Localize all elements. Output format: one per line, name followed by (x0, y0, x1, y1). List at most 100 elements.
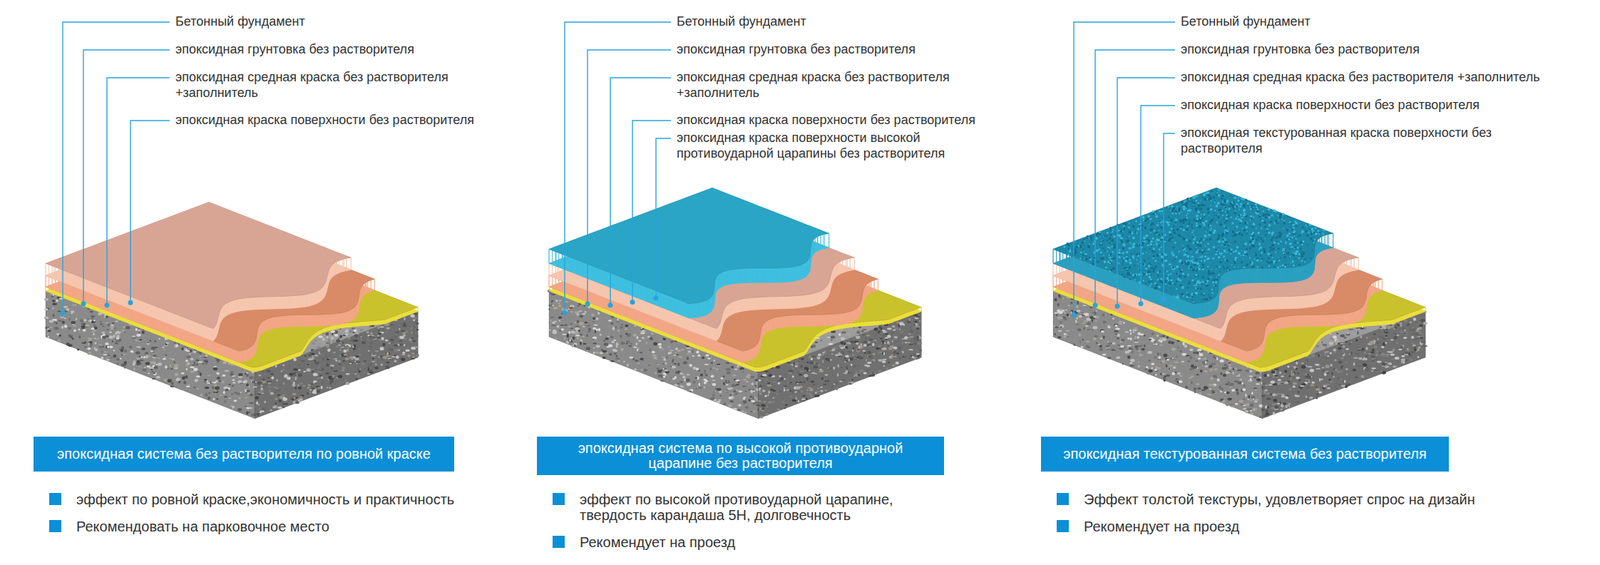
gravel (163, 348, 166, 351)
gravel (168, 369, 170, 372)
gravel (339, 335, 343, 338)
gravel (244, 404, 247, 408)
gravel (111, 340, 114, 343)
gravel (93, 319, 96, 321)
gravel (144, 351, 149, 354)
gravel (231, 379, 235, 381)
gravel (238, 382, 244, 384)
gravel (221, 380, 225, 383)
gravel (131, 335, 136, 337)
gravel (212, 386, 215, 390)
gravel (44, 316, 50, 320)
gravel (86, 318, 89, 320)
gravel (62, 320, 65, 324)
gravel (64, 324, 68, 328)
gravel (93, 329, 97, 331)
gravel (196, 359, 200, 362)
gravel (173, 344, 176, 348)
gravel (101, 331, 106, 333)
gravel (171, 381, 174, 385)
gravel (139, 359, 145, 361)
gravel (169, 363, 172, 367)
gravel (231, 392, 234, 396)
gravel (171, 358, 175, 361)
gravel (183, 380, 187, 385)
gravel (57, 310, 62, 313)
gravel (345, 328, 348, 332)
gravel (157, 342, 160, 346)
gravel (129, 345, 133, 349)
gravel (185, 365, 189, 367)
gravel (199, 355, 202, 358)
gravel (201, 362, 205, 365)
gravel (213, 390, 218, 392)
gravel (204, 392, 208, 397)
gravel (136, 345, 141, 348)
gravel (75, 318, 78, 321)
gravel (154, 340, 157, 343)
gravel (330, 336, 334, 340)
gravel (111, 322, 115, 324)
gravel (225, 389, 229, 391)
floor-cutaway (43, 201, 420, 418)
gravel (44, 298, 49, 301)
gravel (67, 326, 72, 330)
gravel (84, 323, 90, 327)
gravel (174, 367, 179, 370)
gravel (150, 360, 156, 364)
gravel (213, 383, 217, 387)
gravel (138, 340, 141, 343)
gravel (224, 400, 227, 403)
gravel (113, 354, 117, 358)
gravel (79, 335, 82, 338)
gravel (353, 328, 358, 332)
gravel (216, 376, 221, 379)
gravel (78, 327, 80, 331)
gravel (149, 339, 152, 342)
gravel (189, 377, 192, 382)
gravel (82, 328, 87, 332)
gravel (101, 335, 107, 339)
gravel (223, 395, 228, 398)
gravel (125, 325, 131, 329)
gravel (129, 365, 133, 368)
gravel (61, 325, 64, 329)
gravel (138, 331, 141, 333)
gravel (65, 308, 70, 311)
gravel (109, 345, 114, 349)
gravel (197, 370, 200, 373)
gravel (73, 329, 77, 333)
gravel (248, 407, 253, 409)
gravel (213, 367, 219, 371)
gravel (222, 361, 227, 364)
gravel (92, 332, 95, 336)
gravel (203, 356, 208, 358)
gravel (156, 357, 161, 359)
gravel (87, 337, 92, 341)
gravel (135, 327, 138, 331)
gravel (194, 378, 199, 383)
gravel (158, 337, 160, 340)
gravel (73, 304, 76, 306)
gravel (156, 376, 161, 378)
gravel (76, 345, 80, 348)
gravel (132, 362, 136, 364)
gravel (216, 371, 220, 375)
gravel (86, 347, 91, 351)
gravel (176, 377, 181, 381)
gravel (69, 318, 71, 321)
gravel (142, 367, 147, 371)
gravel (136, 333, 141, 337)
gravel (228, 383, 231, 386)
gravel (188, 375, 192, 378)
gravel (168, 357, 172, 360)
gravel (110, 323, 114, 326)
gravel (187, 362, 190, 366)
gravel (121, 345, 125, 350)
gravel (206, 383, 211, 386)
gravel (170, 367, 174, 370)
gravel (166, 360, 169, 363)
gravel (84, 346, 87, 348)
gravel (151, 346, 156, 351)
gravel (82, 331, 85, 333)
